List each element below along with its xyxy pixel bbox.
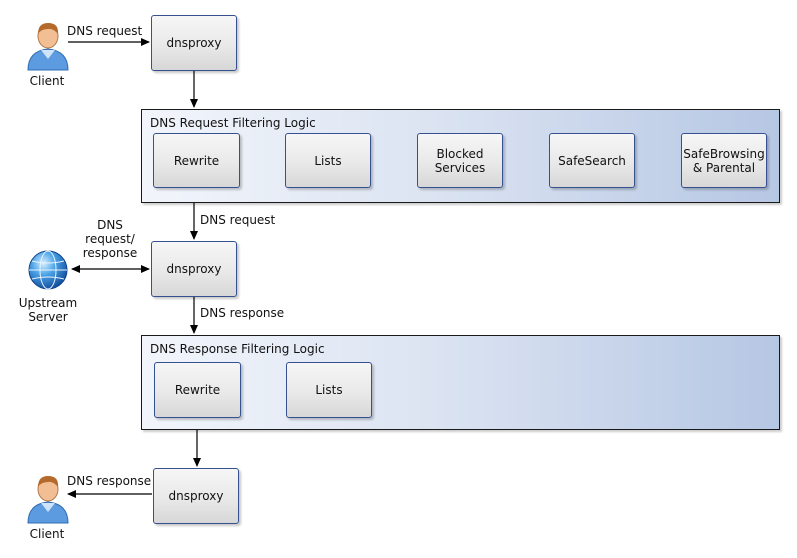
request-filtering-title: DNS Request Filtering Logic [150,116,316,130]
person-icon [27,476,69,524]
response-step-lists: Lists [286,362,372,418]
request-step-blocked-services: Blocked Services [417,133,503,188]
edge-label-filter-to-proxy: DNS request [200,213,276,227]
response-step-rewrite: Rewrite [154,362,241,418]
dnsproxy-middle: dnsproxy [151,241,237,297]
globe-icon [28,250,68,290]
dnsproxy-bottom: dnsproxy [153,468,239,524]
client-label-bottom: Client [29,527,65,541]
request-step-safebrowsing: SafeBrowsing & Parental [681,133,767,188]
edge-label-proxy-response: DNS response [200,306,285,320]
client-label-top: Client [29,74,65,88]
request-step-rewrite: Rewrite [153,133,240,188]
request-step-safesearch: SafeSearch [549,133,635,188]
edge-label-client-request: DNS request [67,24,143,38]
person-icon [27,23,69,71]
edge-label-upstream-exchange: DNS request/ response [82,218,138,260]
dnsproxy-top: dnsproxy [151,15,237,71]
response-filtering-title: DNS Response Filtering Logic [150,342,325,356]
response-filtering-group: DNS Response Filtering Logic [141,335,780,430]
upstream-server-label: Upstream Server [18,296,78,324]
request-step-lists: Lists [285,133,371,188]
edge-label-client-response: DNS response [67,474,152,488]
